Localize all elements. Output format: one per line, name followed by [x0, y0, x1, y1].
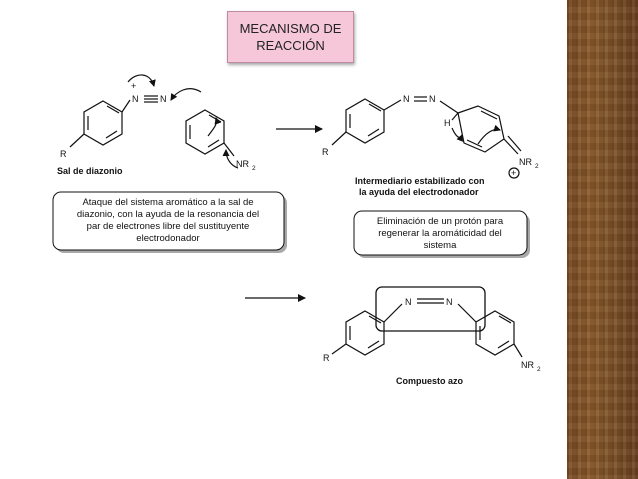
intermediate-n-right: N: [429, 94, 436, 104]
curved-arrow-4: [222, 149, 239, 169]
intermediate-caption-line-1: Intermediario estabilizado con: [355, 176, 485, 186]
attack-text-line-3: par de electrones libre del sustituyente: [87, 221, 250, 232]
intermediate-plus-charge: +: [511, 168, 516, 178]
intermediate-exocyclic-bond-b: [507, 135, 522, 152]
product-left-benzene-ring: [345, 310, 385, 356]
attack-explanation-box: Ataque del sistema aromático a la sal de…: [52, 191, 287, 253]
title-line-1: MECANISMO DE: [239, 21, 342, 36]
reaction-scheme: R N N + NR 2 R N N H NR 2 + R N N NR 2 S…: [52, 74, 541, 386]
product-nr-subscript: 2: [537, 366, 541, 373]
intermediate-exocyclic-bond-a: [503, 138, 519, 155]
curved-arrow-2: [170, 88, 202, 101]
product-cn-bond-right: [457, 303, 477, 323]
product-r-label: R: [323, 353, 330, 363]
diazonium-cn-bond: [121, 99, 131, 113]
product-cn-bond-left: [383, 303, 403, 323]
intermediate-cn-bond-left: [383, 99, 402, 111]
elimination-text-line-1: Eliminación de un protón para: [377, 216, 504, 227]
intermediate-nr-label: NR: [519, 157, 532, 167]
product-caption: Compuesto azo: [396, 376, 464, 386]
title-box: MECANISMO DE REACCIÓN: [227, 11, 354, 63]
diazonium-r-label: R: [60, 149, 67, 159]
nucleophile-nr-subscript: 2: [252, 165, 256, 172]
product-r-bond: [331, 343, 347, 355]
elimination-explanation-box: Eliminación de un protón para regenerar …: [353, 210, 530, 258]
nucleophile-benzene-ring: [185, 109, 225, 155]
diazonium-n-right: N: [160, 94, 167, 104]
intermediate-cn-bond-right: [439, 100, 459, 114]
diazonium-caption: Sal de diazonio: [57, 166, 123, 176]
azo-highlight-box: [375, 286, 486, 332]
elimination-text-line-3: sistema: [424, 240, 457, 251]
intermediate-r-bond: [331, 131, 347, 146]
nucleophile-nr-label: NR: [236, 159, 249, 169]
diazonium-plus-charge: +: [131, 81, 136, 91]
product-n-left: N: [405, 297, 412, 307]
curved-arrow-5: [451, 127, 464, 142]
diazonium-benzene-ring: [83, 100, 123, 146]
diazonium-n-left: N: [132, 94, 139, 104]
product-right-benzene-ring: [475, 310, 515, 356]
elimination-text-line-2: regenerar la aromáticidad del: [378, 228, 502, 239]
intermediate-charge-circle: [508, 167, 520, 179]
intermediate-ch-bond: [451, 112, 459, 121]
wood-texture-sidebar: [567, 0, 638, 479]
intermediate-n-left: N: [403, 94, 410, 104]
curved-arrow-6: [477, 124, 501, 145]
intermediate-benzene-ring: [345, 98, 385, 144]
attack-text-line-1: Ataque del sistema aromático a la sal de: [82, 197, 253, 208]
diazonium-r-bond: [69, 133, 85, 148]
title-line-2: REACCIÓN: [256, 38, 325, 53]
curved-arrow-1: [127, 74, 156, 87]
product-nr-label: NR: [521, 360, 534, 370]
curved-arrow-3: [207, 117, 222, 137]
attack-text-line-2: diazonio, con la ayuda de la resonancia …: [77, 209, 259, 220]
attack-text-line-4: electrodonador: [136, 233, 199, 244]
product-n-right: N: [446, 297, 453, 307]
intermediate-caption-line-2: la ayuda del electrodonador: [359, 187, 479, 197]
intermediate-r-label: R: [322, 147, 329, 157]
intermediate-nr-subscript: 2: [535, 163, 539, 170]
nucleophile-cn-bond: [223, 142, 235, 157]
intermediate-h-label: H: [444, 118, 451, 128]
product-cn-bond-bottom: [513, 343, 523, 358]
